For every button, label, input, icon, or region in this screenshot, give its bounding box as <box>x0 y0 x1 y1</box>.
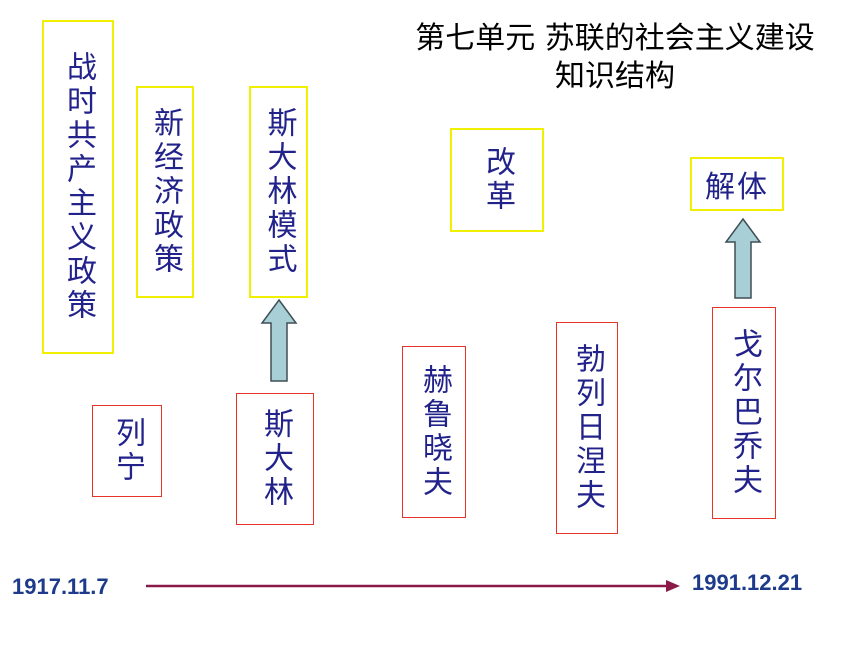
leader-lenin: 列宁 <box>92 405 162 497</box>
policy-war-communism-label: 战时共产主义政策 <box>61 51 96 323</box>
leader-gorbachev-label: 戈尔巴乔夫 <box>727 328 762 498</box>
timeline-start-date: 1917.11.7 <box>12 574 109 599</box>
up-arrow-stalin <box>260 298 298 382</box>
leader-lenin-label: 列宁 <box>110 417 145 485</box>
leader-gorbachev: 戈尔巴乔夫 <box>712 307 776 519</box>
policy-dissolution-label: 解体 <box>705 170 769 205</box>
policy-nep: 新经济政策 <box>136 86 194 298</box>
title-line-1: 第七单元 苏联的社会主义建设 <box>415 21 815 56</box>
policy-war-communism: 战时共产主义政策 <box>42 20 114 354</box>
diagram-title: 第七单元 苏联的社会主义建设 知识结构 <box>380 20 850 96</box>
title-line-2: 知识结构 <box>555 59 675 94</box>
timeline-end-date: 1991.12.21 <box>692 570 803 595</box>
leader-khrushchev: 赫鲁晓夫 <box>402 346 466 518</box>
policy-stalin-model-label: 斯大林模式 <box>261 107 297 277</box>
leader-brezhnev-label: 勃列日涅夫 <box>570 343 605 513</box>
leader-brezhnev: 勃列日涅夫 <box>556 322 618 534</box>
policy-nep-label: 新经济政策 <box>148 107 183 277</box>
policy-dissolution: 解体 <box>690 157 784 211</box>
policy-stalin-model: 斯大林模式 <box>249 86 308 298</box>
policy-reform-label: 改革 <box>480 146 515 214</box>
leader-khrushchev-label: 赫鲁晓夫 <box>417 364 452 500</box>
policy-reform: 改革 <box>450 128 544 232</box>
timeline-arrow <box>146 580 680 592</box>
leader-stalin-label: 斯大林 <box>258 408 293 510</box>
leader-stalin: 斯大林 <box>236 393 314 525</box>
up-arrow-gorbachev <box>724 217 762 299</box>
